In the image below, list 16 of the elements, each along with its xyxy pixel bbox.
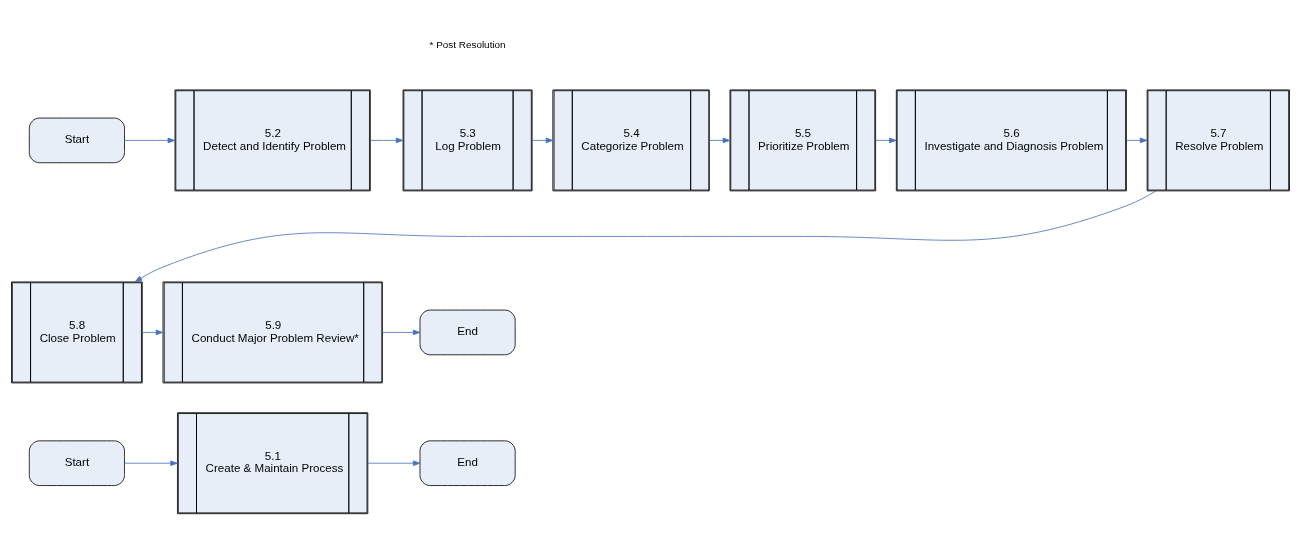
arrow	[134, 190, 1157, 283]
arrow	[370, 137, 404, 144]
arrow	[367, 460, 421, 466]
node-box: Start	[28, 440, 125, 486]
arrow	[709, 137, 731, 144]
arrow	[382, 329, 421, 336]
arrow	[124, 137, 176, 144]
arrow	[141, 329, 164, 336]
label: * Post Resolution	[429, 38, 506, 50]
node-box: Start	[28, 117, 125, 164]
arrow	[531, 137, 554, 144]
arrow	[875, 137, 897, 144]
arrow	[1126, 137, 1148, 144]
node-box: End	[419, 309, 516, 356]
node-box: End	[419, 440, 516, 486]
arrow	[124, 460, 178, 466]
